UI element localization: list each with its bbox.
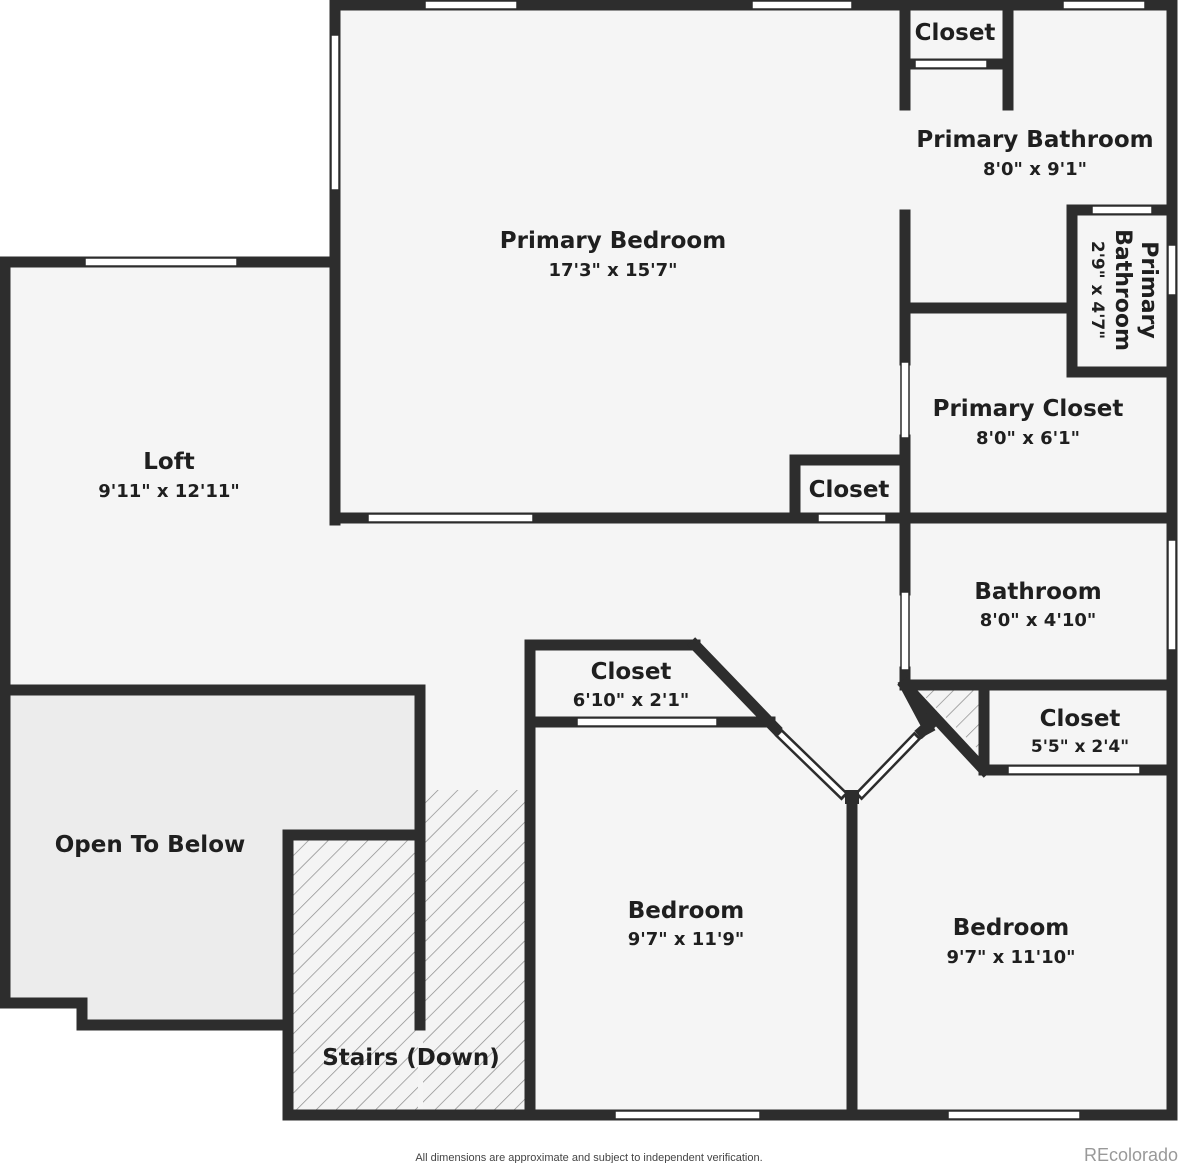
opening-primary-bedroom bbox=[367, 513, 534, 523]
bathroom-label: Bathroom bbox=[974, 579, 1101, 605]
closet-top-label: Closet bbox=[915, 20, 996, 46]
primary-bathroom-small-label-1: Primary bbox=[1136, 241, 1161, 338]
window-left-1 bbox=[330, 34, 340, 191]
closet-bedroom1-label: Closet bbox=[591, 659, 672, 685]
open-to-below-area bbox=[5, 692, 418, 1025]
stairs-label: Stairs (Down) bbox=[322, 1045, 500, 1071]
bedroom1-label: Bedroom bbox=[628, 898, 745, 924]
opening-small-bath bbox=[1091, 205, 1153, 215]
primary-bathroom-small-label-2: Bathroom bbox=[1110, 229, 1135, 351]
opening-bathroom bbox=[900, 591, 910, 671]
primary-bathroom-label: Primary Bathroom bbox=[916, 127, 1153, 153]
stairs-hatch bbox=[290, 840, 418, 1110]
opening-closet-top bbox=[914, 59, 988, 69]
closet-bedroom2-dims: 5'5" x 2'4" bbox=[1031, 737, 1129, 757]
room-labels: Primary Bedroom 17'3" x 15'7" Closet Pri… bbox=[55, 20, 1161, 1071]
opening-primary-closet bbox=[900, 361, 910, 439]
loft-label: Loft bbox=[143, 449, 194, 475]
bedroom1-dims: 9'7" x 11'9" bbox=[628, 929, 745, 950]
primary-bedroom-dims: 17'3" x 15'7" bbox=[548, 260, 677, 281]
bedroom2-dims: 9'7" x 11'10" bbox=[946, 947, 1075, 968]
closet-bedroom1-dims: 6'10" x 2'1" bbox=[573, 690, 690, 711]
window-bottom-1 bbox=[614, 1110, 761, 1120]
opening-closet-b2 bbox=[1007, 765, 1141, 775]
window-bottom-2 bbox=[947, 1110, 1081, 1120]
windows bbox=[84, 0, 1177, 1120]
window-top-2 bbox=[751, 0, 853, 10]
disclaimer-text: All dimensions are approximate and subje… bbox=[415, 1152, 762, 1163]
window-top-1 bbox=[424, 0, 518, 10]
closet-bedroom2-label: Closet bbox=[1040, 706, 1121, 732]
primary-bedroom-label: Primary Bedroom bbox=[500, 228, 726, 254]
closet-mid-label: Closet bbox=[809, 477, 890, 503]
loft-dims: 9'11" x 12'11" bbox=[98, 481, 240, 502]
corner-hatch bbox=[916, 688, 984, 755]
primary-closet-label: Primary Closet bbox=[933, 396, 1124, 422]
bedroom2-label: Bedroom bbox=[953, 915, 1070, 941]
primary-closet-dims: 8'0" x 6'1" bbox=[976, 428, 1080, 449]
window-right-1 bbox=[1167, 244, 1177, 296]
window-right-2 bbox=[1167, 539, 1177, 651]
window-loft bbox=[84, 257, 238, 267]
primary-bathroom-small-dims: 2'9" x 4'7" bbox=[1087, 241, 1107, 339]
bathroom-dims: 8'0" x 4'10" bbox=[980, 610, 1097, 631]
opening-closet-b1 bbox=[576, 717, 718, 727]
stairs-hatch-2 bbox=[423, 790, 526, 1110]
primary-bathroom-dims: 8'0" x 9'1" bbox=[983, 159, 1087, 180]
bedroom-doors bbox=[774, 715, 939, 804]
brand-watermark: REcolorado bbox=[1084, 1145, 1178, 1163]
window-top-3 bbox=[1062, 0, 1146, 10]
open-to-below-label: Open To Below bbox=[55, 832, 246, 858]
opening-closet-mid bbox=[817, 513, 887, 523]
